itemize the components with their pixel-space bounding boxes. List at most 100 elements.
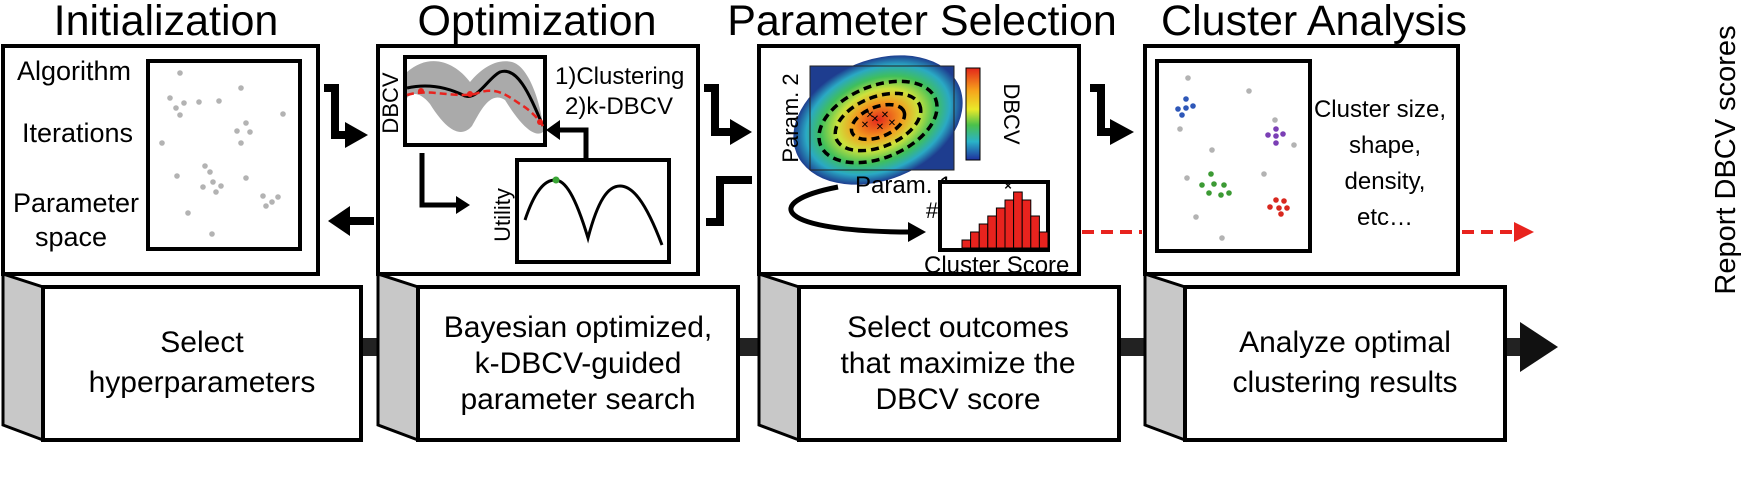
colorbar (965, 67, 981, 161)
histogram-bar (978, 223, 989, 249)
histogram-bar (1004, 199, 1015, 249)
gp-to-utility-arrow (419, 153, 458, 208)
svg-text:✕: ✕ (876, 122, 884, 133)
init-scatter-points (159, 70, 286, 237)
feedback-arrow-head (546, 120, 560, 140)
step-arrow-right-2-head (730, 119, 752, 145)
stage-cluster-analysis: Cluster size, shape, density, etc… Analy… (1143, 44, 1507, 443)
heatmap-xlabel: Param. 1 (855, 172, 952, 199)
ca-description-line-1: Analyze optimal (1239, 326, 1451, 359)
ca-cluster-green (1199, 171, 1232, 198)
gp-sample-point (537, 119, 543, 125)
opt-description-line-1: Bayesian optimized, (444, 311, 712, 344)
heatmap-frame (809, 65, 955, 171)
gp-sample-point (418, 88, 424, 94)
ca-label-line-3: density, (1345, 168, 1426, 195)
histogram-bar (1021, 199, 1032, 249)
colorbar-label: DBCV (999, 83, 1024, 144)
step-bracket (706, 176, 752, 226)
histogram-bar (995, 207, 1006, 249)
init-description-line-1: Select (160, 326, 244, 359)
sel-description-line-3: DBCV score (875, 383, 1040, 416)
gp-dashed-curve (406, 89, 545, 127)
histogram-bar (970, 231, 980, 249)
histogram-max-marker: × (1004, 178, 1012, 193)
sel-description-line-1: Select outcomes (847, 311, 1069, 344)
opt-bottom-box (416, 285, 740, 442)
init-scatter-panel (146, 59, 302, 251)
svg-text:✕: ✕ (881, 110, 889, 121)
init-description-line-2: hyperparameters (89, 366, 316, 399)
stage-title-initialization: Initialization (54, 0, 279, 45)
step-2-kdbcv: 2)k-DBCV (565, 93, 673, 120)
ca-label-line-4: etc… (1357, 204, 1413, 231)
ca-description-line-2: clustering results (1232, 366, 1457, 399)
gp-ylabel: DBCV (378, 72, 403, 133)
step-1-clustering: 1)Clustering (555, 63, 684, 90)
histogram-bar (1038, 231, 1049, 249)
stage-parameter-selection: ✕✕ ✕✕ ✕✕ Param. 2 DBCV Param. 1 × # Clus… (757, 44, 1121, 443)
ca-noise-points (1177, 75, 1297, 241)
heatmap-to-histogram-arrow (788, 184, 913, 235)
opt-bevel (376, 271, 420, 443)
init-label-space: space (35, 222, 107, 252)
utility-curve (523, 178, 664, 246)
heatmap-contours (817, 79, 939, 165)
stage-optimization: DBCV 1)Clustering 2)k-DBCV Utility Bayes… (376, 44, 740, 443)
heatmap-field (793, 55, 963, 185)
sel-description-line-2: that maximize the (840, 347, 1075, 380)
utility-max-marker (552, 176, 560, 184)
heatmap-to-histogram-arrow-head (908, 222, 926, 242)
ca-cluster-purple (1265, 126, 1286, 146)
stage-title-parameter-selection: Parameter Selection (727, 0, 1117, 45)
init-bevel (1, 271, 45, 443)
histogram-bars (961, 191, 1049, 249)
histogram-bar (1013, 191, 1023, 249)
init-bottom-box (41, 285, 363, 442)
histogram-bar (987, 215, 997, 249)
step-arrow-right-3-head (1110, 119, 1134, 145)
ca-bottom-box (1183, 285, 1507, 442)
back-arrow-shaft (346, 217, 374, 225)
stage-title-optimization: Optimization (418, 0, 657, 45)
init-label-parameter: Parameter (13, 188, 139, 218)
heatmap-ylabel: Param. 2 (778, 73, 803, 162)
stage-initialization: Algorithm Iterations Parameter space Sel… (1, 44, 363, 443)
init-label-algorithm: Algorithm (17, 56, 131, 86)
step-arrow-right-1-head (345, 122, 368, 148)
feedback-arrow (555, 127, 589, 158)
heatmap-samples: ✕✕ ✕✕ ✕✕ (861, 110, 896, 133)
init-label-iterations: Iterations (22, 118, 133, 148)
back-arrow-head (328, 206, 350, 236)
histogram-ylabel: # (926, 198, 939, 223)
opt-description-line-3: parameter search (460, 383, 695, 416)
svg-text:✕: ✕ (871, 114, 879, 125)
svg-text:✕: ✕ (888, 118, 896, 129)
step-arrow-right-1 (324, 84, 350, 139)
utility-panel (515, 158, 671, 264)
gp-confidence-band (407, 61, 543, 134)
step-arrow-right-3 (1090, 84, 1115, 136)
gp-mean-curve (406, 69, 545, 127)
stage-title-cluster-analysis: Cluster Analysis (1161, 0, 1467, 45)
ca-cluster-blue (1175, 96, 1196, 118)
sel-bottom-box (797, 285, 1121, 442)
utility-ylabel: Utility (490, 188, 515, 242)
sel-bevel (757, 271, 801, 443)
ca-scatter-panel (1155, 59, 1312, 253)
ca-bevel (1143, 271, 1187, 443)
gp-sample-point (467, 91, 473, 97)
ca-label-line-1: Cluster size, (1314, 96, 1446, 123)
svg-text:✕: ✕ (861, 120, 869, 131)
step-arrow-right-2 (704, 84, 735, 136)
histogram-bar (961, 239, 972, 249)
ca-cluster-red (1267, 197, 1290, 217)
side-label-report: Report DBCV scores (1710, 25, 1742, 294)
gp-to-utility-arrow-head (456, 196, 470, 214)
histogram-xlabel: Cluster Score (924, 252, 1069, 279)
histogram-bar (1030, 215, 1040, 249)
opt-description-line-2: k-DBCV-guided (475, 347, 682, 380)
ca-label-line-2: shape, (1349, 132, 1421, 159)
svg-text:✕: ✕ (866, 110, 874, 121)
